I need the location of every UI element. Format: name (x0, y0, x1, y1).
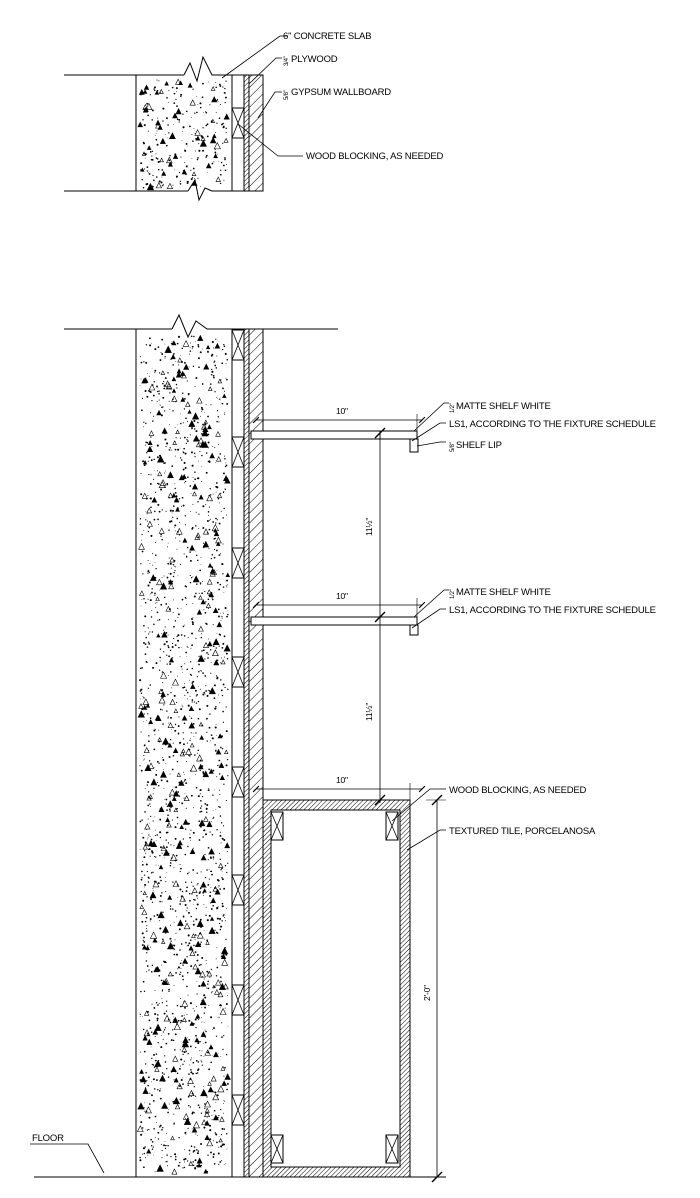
main-gypsum-layer (248, 328, 264, 1178)
dimension-shelf-spacing: 11½" 11½" (364, 427, 386, 806)
label-concrete-slab: 6" CONCRETE SLAB (283, 31, 371, 42)
base-blocking-top-right (385, 811, 399, 841)
base-blocking-top-left (270, 811, 284, 841)
label-shelf1-light: LS1, ACCORDING TO THE FIXTURE SCHEDULE (449, 419, 656, 430)
leader-floor (30, 1143, 105, 1174)
top-wall-detail: 6" CONCRETE SLAB 3/4" PLYWOOD 5/8" GYPSU… (64, 31, 444, 210)
frac-gypsum: 5/8" (284, 90, 290, 100)
concrete-aggregate (137, 78, 230, 191)
wood-blocking (231, 766, 245, 798)
frac-shelf1-material: 1/2" (450, 403, 456, 413)
label-shelf2-light: LS1, ACCORDING TO THE FIXTURE SCHEDULE (449, 605, 656, 616)
concrete-aggregate (136, 334, 231, 1175)
label-floor: FLOOR (32, 1133, 64, 1144)
leader-slab (221, 35, 288, 79)
dimension-base-depth: 10" (252, 775, 426, 800)
label-shelf1-material: MATTE SHELF WHITE (456, 401, 551, 412)
wood-blocking (231, 329, 245, 361)
main-plywood-layer (243, 328, 250, 1178)
leader-base-blocking (391, 788, 446, 822)
shelf-upper (250, 430, 419, 453)
shelf-lower (250, 616, 419, 636)
frac-shelf-lip: 5/8" (450, 442, 456, 452)
base-blocking-bottom-left (270, 1134, 284, 1164)
wood-blocking (231, 547, 245, 579)
leader-tile (406, 829, 446, 851)
dimension-shelf1-depth: 10" (252, 406, 426, 431)
leader-plywood (248, 57, 282, 85)
tile-base-box (262, 799, 411, 1178)
label-wood-blocking-top: WOOD BLOCKING, AS NEEDED (306, 151, 444, 162)
main-wall-detail: FLOOR 10" 10" 10" 11½" 11½" (30, 313, 656, 1183)
top-plywood-layer (243, 74, 250, 192)
label-textured-tile: TEXTURED TILE, PORCELANOSA (449, 826, 596, 837)
leader-shelf2-light (411, 608, 446, 629)
dim-shelf1-depth: 10" (336, 406, 348, 416)
leader-blocking-top (237, 123, 303, 157)
label-shelf-lip: SHELF LIP (456, 440, 502, 451)
label-wood-blocking-main: WOOD BLOCKING, AS NEEDED (449, 785, 587, 796)
wood-blocking (231, 656, 245, 688)
label-gypsum-wallboard: GYPSUM WALLBOARD (291, 87, 391, 98)
wood-blocking (231, 874, 245, 906)
leader-gypsum (257, 91, 282, 119)
label-plywood: PLYWOOD (291, 54, 338, 65)
leader-shelf1-light (411, 422, 446, 442)
top-concrete-slab (64, 55, 245, 210)
dim-spacing-upper: 11½" (364, 518, 374, 536)
leader-shelf1-material (413, 402, 449, 432)
main-concrete-slab (64, 313, 338, 1177)
frac-shelf2-material: 1/2" (450, 589, 456, 599)
wood-blocking (231, 436, 245, 468)
main-furring-layer (231, 328, 245, 1178)
dim-base-depth: 10" (336, 775, 348, 785)
top-gypsum-layer (248, 74, 264, 192)
dimension-base-height: 2'-0" (422, 794, 446, 1183)
dim-spacing-lower: 11½" (364, 703, 374, 721)
wood-blocking (231, 1094, 245, 1126)
leader-shelf2-material (413, 589, 449, 618)
leader-shelf-lip (416, 441, 446, 447)
dimension-shelf2-depth: 10" (252, 591, 426, 617)
base-blocking-bottom-right (385, 1134, 399, 1164)
wood-blocking (231, 984, 245, 1016)
top-furring-layer (231, 74, 245, 192)
dim-base-height: 2'-0" (422, 985, 432, 1001)
dim-shelf2-depth: 10" (336, 591, 348, 601)
frac-plywood: 3/4" (284, 56, 290, 66)
label-shelf2-material: MATTE SHELF WHITE (456, 587, 551, 598)
